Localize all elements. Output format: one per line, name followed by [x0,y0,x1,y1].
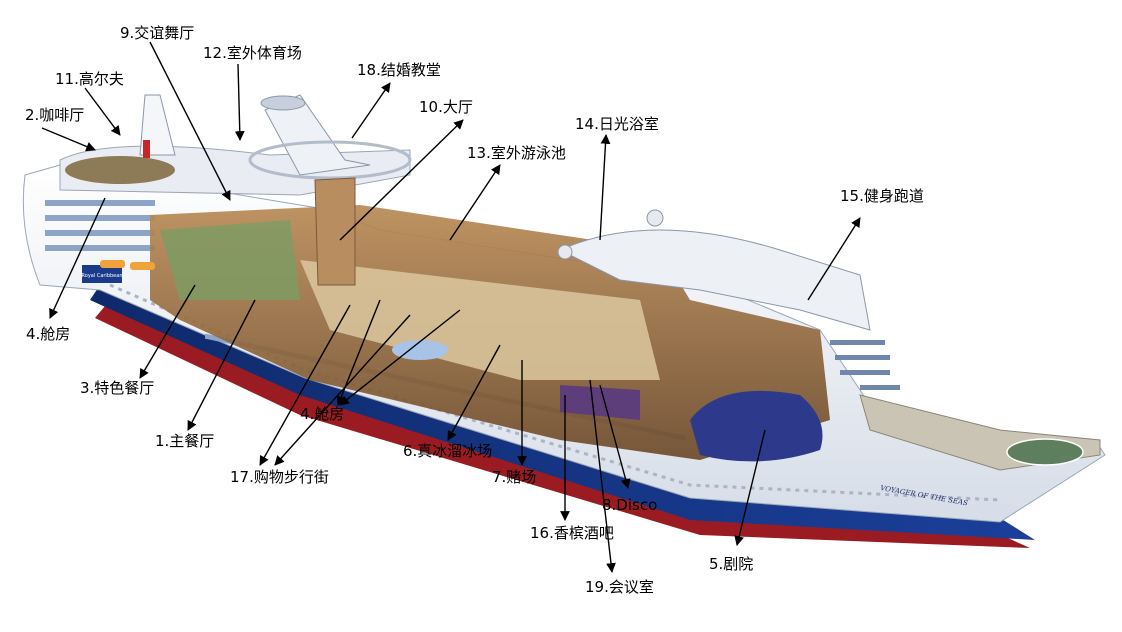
leader-lobby [339,119,464,241]
leader-shopping-1 [259,304,351,466]
label-meeting-room: 19.会议室 [585,578,654,596]
label-golf: 11.高尔夫 [55,70,124,88]
leader-outdoor-sports [234,63,245,141]
label-jogging-track: 15.健身跑道 [840,187,924,205]
label-outdoor-pool: 13.室外游泳池 [467,144,566,162]
radar-dome [557,244,573,260]
leader-jogging [807,217,861,301]
label-casino: 7.赌场 [492,468,537,486]
radar-dome [646,209,664,227]
label-cafe: 2.咖啡厅 [25,106,85,124]
leader-main-dining [187,299,256,431]
label-cabin-mid: 4.舱房 [300,405,345,423]
leader-meeting [589,379,616,573]
label-dance-hall: 9.交谊舞厅 [120,24,195,42]
label-lobby: 10.大厅 [419,98,473,116]
label-outdoor-sports: 12.室外体育场 [203,44,302,62]
leader-specialty-rest [139,284,196,379]
stern-tower [314,177,356,286]
brand-logo-text: Royal Caribbean [82,273,123,279]
leader-cabin-mid-2 [339,309,461,406]
chapel-top [260,95,306,111]
leader-outdoor-pool [449,164,501,241]
theater-seating [690,390,823,462]
bridge-windows [830,340,900,390]
ice-rink [392,340,448,360]
label-champagne-bar: 16.香槟酒吧 [530,524,614,542]
aft-pool-deck [65,156,175,184]
label-main-dining: 1.主餐厅 [155,432,215,450]
dining-decks [160,220,300,300]
label-sunbath: 14.日光浴室 [575,115,659,133]
leader-shopping-2 [274,314,411,466]
label-wedding-chapel: 18.结婚教堂 [357,61,441,79]
lighthouse [143,140,150,158]
label-ice-rink: 6.真冰溜冰场 [403,442,493,460]
leader-ice-rink [447,344,501,441]
lifeboats [100,260,155,270]
leader-theater [734,429,766,546]
label-cabin-left: 4.舱房 [26,325,71,343]
casino-area [560,385,640,420]
label-shopping-street: 17.购物步行街 [230,468,329,486]
leader-cabin-left [49,197,106,319]
leader-disco [599,384,631,489]
label-theater: 5.剧院 [709,555,754,573]
label-specialty-restaurant: 3.特色餐厅 [80,379,155,397]
leader-dance-hall [149,41,231,201]
brand-logo [82,265,122,283]
label-disco: 8.Disco [602,496,658,514]
forward-superstructure [558,229,871,331]
leader-golf [84,87,121,136]
promenade-atrium [300,260,660,380]
helipad [1006,438,1084,466]
leader-wedding-chapel [351,82,391,139]
leader-sunbath [599,134,611,241]
leader-cafe [41,127,96,152]
upper-deck-ring [248,140,412,180]
